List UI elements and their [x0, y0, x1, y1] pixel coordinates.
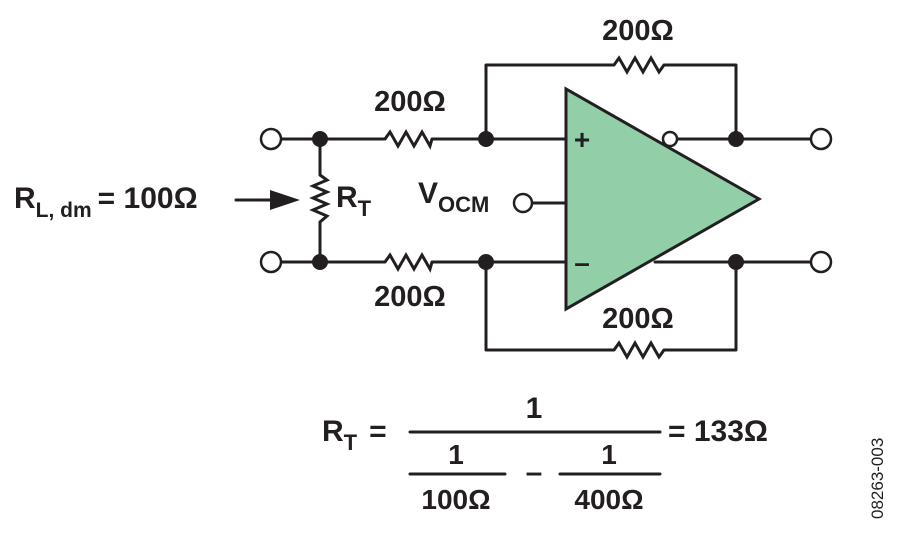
terminal-in-top [259, 127, 283, 151]
equation-den-left-num: 1 [448, 439, 464, 470]
amplifier-triangle [564, 86, 763, 312]
label-feedback-top: 200Ω [602, 15, 674, 47]
figure-id: 08263-003 [868, 438, 887, 519]
label-vocm: VOCM [418, 177, 489, 217]
amp-minus-sign: – [574, 247, 590, 278]
wires [234, 63, 813, 352]
equation-numerator: 1 [526, 392, 543, 425]
label-rt: RT [336, 181, 372, 221]
wire-feedback-bottom-left [484, 260, 616, 352]
junction-dots [312, 131, 744, 270]
amp-plus-sign: + [574, 124, 590, 155]
wire-feedback-bottom-right [662, 260, 738, 352]
resistor-input-top [383, 128, 434, 150]
equation-lhs: RT= [322, 415, 387, 455]
arrow-head [270, 190, 300, 210]
label-feedback-bottom: 200Ω [602, 303, 674, 335]
resistor-feedback-top [612, 54, 666, 76]
junction-rt-bottom [312, 254, 328, 270]
junction-inplus [478, 131, 494, 147]
equation-result: = 133Ω [668, 415, 768, 448]
terminal-out-bottom [809, 250, 833, 274]
wire-feedback-top-right [662, 63, 738, 141]
equation-den-right-num: 1 [601, 439, 617, 470]
equation-den-left-den: 100Ω [421, 484, 490, 515]
wire-feedback-top-left [484, 63, 616, 141]
equation-den-operator: – [526, 456, 543, 489]
equation-den-right-den: 400Ω [574, 484, 643, 515]
label-input-top: 200Ω [374, 86, 446, 118]
terminals [259, 127, 833, 274]
resistor-input-bottom [383, 251, 434, 273]
resistors [309, 54, 666, 361]
junction-inminus [478, 254, 494, 270]
terminal-out-top [809, 127, 833, 151]
resistor-feedback-bottom [612, 339, 666, 361]
label-input-bottom: 200Ω [374, 281, 446, 313]
equation: RT= 1 = 133Ω 1 100Ω – 1 400Ω [322, 392, 768, 515]
output-inversion-bubble [661, 130, 679, 148]
terminal-in-bottom [259, 250, 283, 274]
junction-out-bottom [728, 254, 744, 270]
junction-out-top [728, 131, 744, 147]
terminal-vocm [512, 192, 534, 214]
junction-rt-top [312, 131, 328, 147]
label-rl-dm: RL, dm= 100Ω [14, 182, 198, 222]
resistor-termination [309, 173, 331, 224]
